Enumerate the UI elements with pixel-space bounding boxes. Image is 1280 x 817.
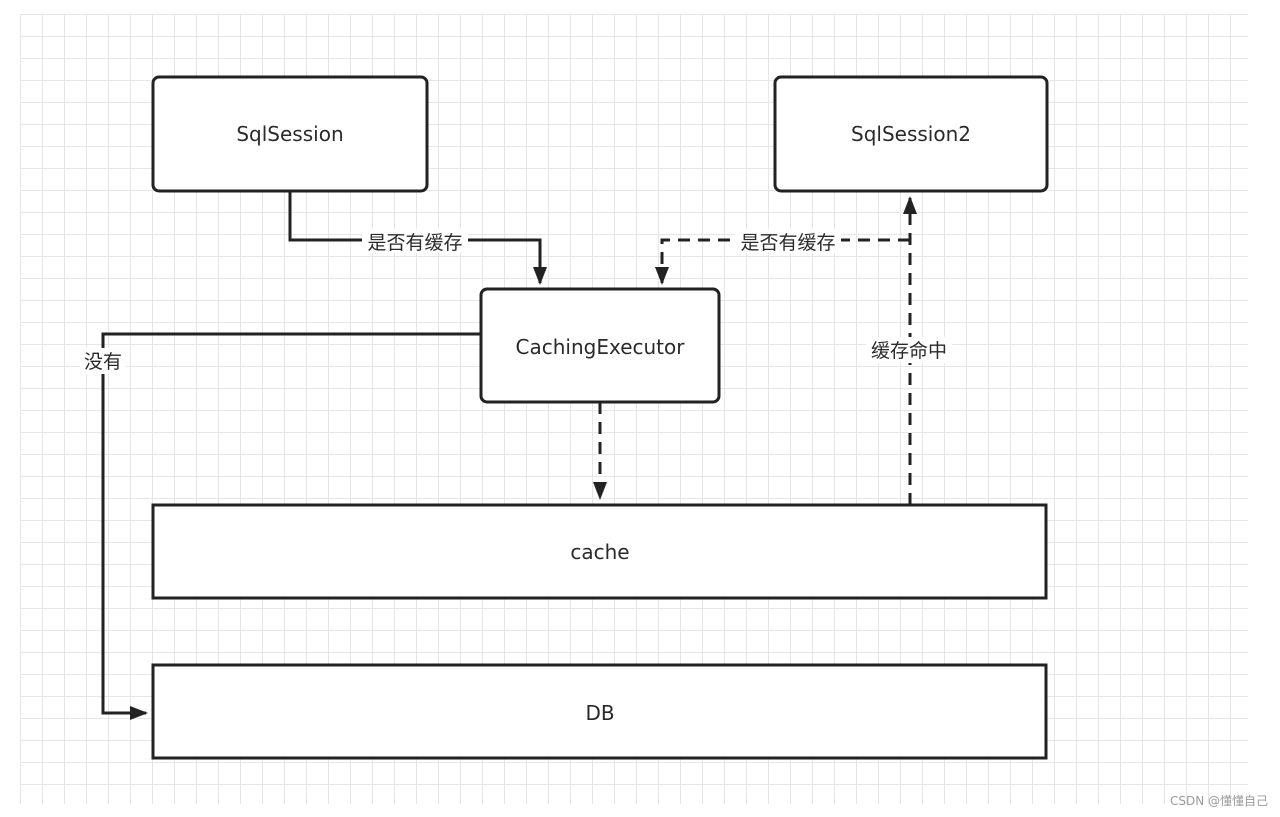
node-cache-label: cache — [570, 540, 629, 564]
watermark: CSDN @懂懂自己 — [1169, 794, 1268, 808]
node-caching-executor-label: CachingExecutor — [516, 335, 686, 359]
edge-label-check-cache-2: 是否有缓存 — [740, 232, 835, 254]
edge-label-bg — [80, 348, 126, 374]
node-sqlsession-label: SqlSession — [236, 122, 343, 146]
edge-sqlsession2-to-executor: 是否有缓存 — [655, 229, 910, 285]
node-sqlsession2-label: SqlSession2 — [851, 122, 971, 146]
node-caching-executor: CachingExecutor — [479, 287, 721, 404]
node-db-label: DB — [585, 701, 614, 725]
edge-label-bg — [735, 229, 841, 253]
node-cache: cache — [151, 503, 1048, 600]
edge-cache-hit: 缓存命中 — [866, 196, 952, 505]
edge-label-check-cache-1: 是否有缓存 — [367, 232, 462, 254]
edge-label-miss: 没有 — [84, 351, 122, 373]
edge-sqlsession-to-executor: 是否有缓存 — [288, 191, 547, 285]
edge-label-cache-hit: 缓存命中 — [871, 340, 947, 362]
edge-executor-miss-to-db: 没有 — [80, 332, 481, 720]
edge-label-bg — [866, 337, 952, 363]
node-db: DB — [151, 663, 1048, 760]
edge-label-bg — [362, 229, 468, 253]
node-sqlsession: SqlSession — [151, 75, 429, 193]
node-sqlsession2: SqlSession2 — [773, 75, 1049, 193]
